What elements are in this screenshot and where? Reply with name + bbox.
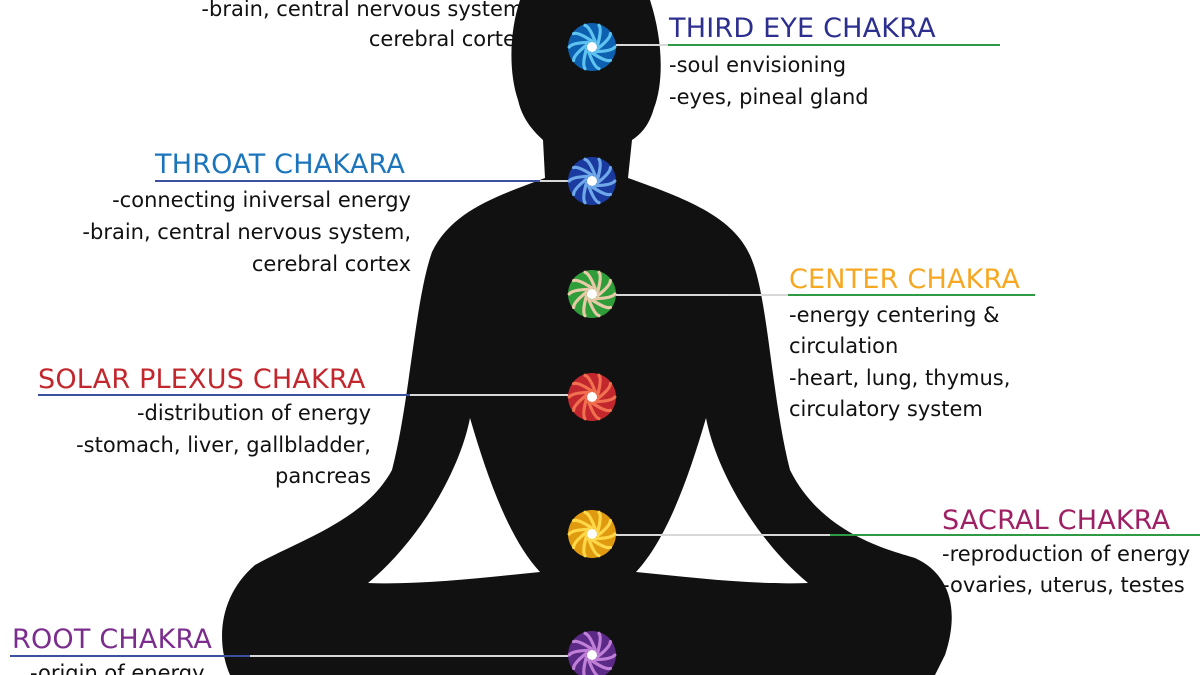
center-line-4: circulatory system: [789, 397, 983, 421]
third-eye-chakra-icon: [567, 23, 617, 71]
center-title: CENTER CHAKRA: [789, 264, 1021, 295]
sacral-title: SACRAL CHAKRA: [942, 505, 1171, 536]
throat-line-3: cerebral cortex: [251, 252, 411, 276]
root-chakra-icon: [567, 631, 617, 675]
center-line-2: circulation: [789, 334, 899, 358]
crown-line-2: cerebral cortex: [368, 27, 528, 51]
center-chakra-icon: [567, 270, 617, 318]
solar-plexus-chakra-icon: [567, 373, 617, 421]
third-eye-line-2: -eyes, pineal gland: [669, 85, 869, 109]
third-eye-line-1: -soul envisioning: [669, 53, 847, 77]
throat-line-1: -connecting iniversal energy: [112, 188, 411, 212]
sacral-chakra-icon: [567, 510, 617, 558]
meditating-figure-silhouette: [222, 0, 952, 675]
third-eye-title: THIRD EYE CHAKRA: [669, 13, 936, 44]
throat-line-2: -brain, central nervous system,: [82, 220, 411, 244]
solar-plexus-title: SOLAR PLEXUS CHAKRA: [38, 364, 366, 395]
solar-line-3: pancreas: [275, 464, 371, 488]
solar-line-2: -stomach, liver, gallbladder,: [76, 433, 371, 457]
sacral-line-2: -ovaries, uterus, testes: [942, 573, 1185, 597]
right-arm-gap: [636, 418, 808, 584]
sacral-line-1: -reproduction of energy: [942, 542, 1191, 566]
root-title: ROOT CHAKRA: [12, 624, 213, 655]
chakra-icons-group: [567, 23, 617, 675]
solar-line-1: -distribution of energy: [136, 401, 371, 425]
left-arm-gap: [368, 418, 540, 584]
center-line-3: -heart, lung, thymus,: [789, 366, 1011, 390]
throat-chakra-icon: [567, 157, 617, 205]
crown-line-1: -brain, central nervous system,: [201, 0, 530, 21]
throat-title: THROAT CHAKARA: [155, 149, 406, 180]
center-line-1: -energy centering &: [789, 303, 1000, 327]
root-line-1: -origin of energy: [30, 661, 205, 675]
